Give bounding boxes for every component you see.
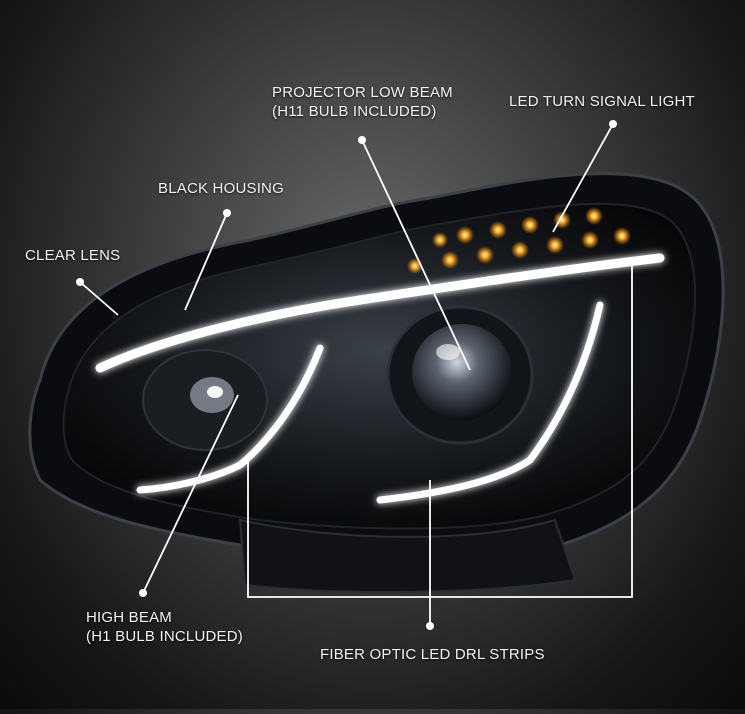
label-high-beam-line1: HIGH BEAM — [86, 609, 172, 626]
label-projector-line1: PROJECTOR LOW BEAM — [272, 84, 453, 101]
callout-lines — [79, 123, 633, 626]
label-turn-signal: LED TURN SIGNAL LIGHT — [509, 92, 695, 111]
label-clear-lens: CLEAR LENS — [25, 246, 120, 265]
label-drl-text: FIBER OPTIC LED DRL STRIPS — [320, 646, 545, 663]
callout-dots — [76, 120, 617, 630]
lower-trim — [238, 518, 577, 593]
label-projector-line2: (H11 BULB INCLUDED) — [272, 103, 437, 120]
label-clear-lens-text: CLEAR LENS — [25, 247, 121, 264]
turn-signal-leds — [407, 207, 631, 274]
drl-strips — [95, 253, 665, 504]
label-turn-signal-text: LED TURN SIGNAL LIGHT — [509, 93, 695, 110]
label-high-beam: HIGH BEAM (H1 BULB INCLUDED) — [86, 608, 243, 646]
label-high-beam-line2: (H1 BULB INCLUDED) — [86, 628, 243, 645]
label-drl: FIBER OPTIC LED DRL STRIPS — [320, 645, 545, 664]
projector-lens — [412, 324, 512, 420]
label-black-housing: BLACK HOUSING — [158, 179, 284, 198]
label-projector-low-beam: PROJECTOR LOW BEAM (H11 BULB INCLUDED) — [272, 83, 453, 121]
label-black-housing-text: BLACK HOUSING — [158, 180, 284, 197]
